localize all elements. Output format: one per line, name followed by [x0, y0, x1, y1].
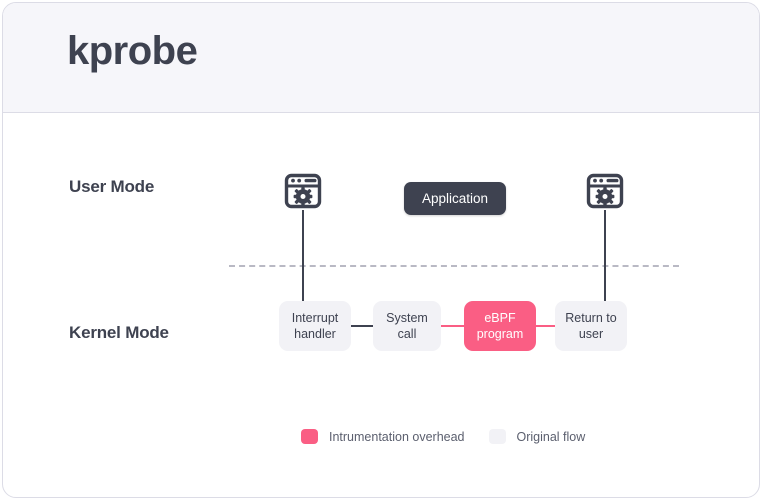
node-interrupt-handler: Interrupt handler	[279, 301, 351, 351]
diagram-canvas: User Mode Kernel Mode	[3, 114, 759, 497]
browser-window-gear-icon	[284, 172, 322, 210]
legend-item-instrumentation-overhead: Intrumentation overhead	[301, 429, 465, 444]
kernel-mode-label: Kernel Mode	[69, 323, 169, 342]
node-system-call: System call	[373, 301, 441, 351]
connector-right-vertical	[604, 210, 606, 310]
node-ebpf-program: eBPF program	[464, 301, 536, 351]
legend: Intrumentation overhead Original flow	[301, 429, 585, 444]
legend-label: Original flow	[516, 429, 586, 444]
node-return-to-user: Return to user	[555, 301, 627, 351]
browser-window-gear-icon	[586, 172, 624, 210]
legend-swatch-icon	[488, 429, 506, 444]
legend-item-original-flow: Original flow	[488, 429, 586, 444]
connector-left-vertical	[302, 210, 304, 310]
connector-interrupt-to-syscall	[351, 325, 373, 327]
legend-label: Intrumentation overhead	[329, 429, 465, 444]
page-title: kprobe	[67, 29, 198, 73]
mode-boundary-divider	[229, 265, 679, 267]
user-mode-label: User Mode	[69, 177, 155, 196]
connector-syscall-to-ebpf	[441, 325, 464, 327]
legend-swatch-icon	[301, 429, 318, 444]
application-pill: Application	[404, 182, 507, 215]
connector-ebpf-to-return	[536, 325, 555, 327]
card-header: kprobe	[3, 3, 759, 113]
